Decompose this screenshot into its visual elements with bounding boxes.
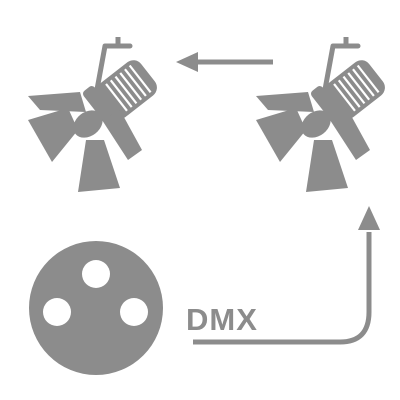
- xlr-connector-icon: [29, 241, 163, 375]
- arrow-head-left-icon: [176, 52, 198, 72]
- link-arrow-left: [176, 52, 273, 72]
- stage-spotlight-icon: [256, 37, 391, 192]
- stage-spotlight-icon: [28, 37, 163, 192]
- dmx-label: DMX: [186, 302, 258, 337]
- link-line: [193, 232, 372, 345]
- link-arrow-up: [193, 206, 380, 345]
- arrow-head-up-icon: [358, 206, 380, 230]
